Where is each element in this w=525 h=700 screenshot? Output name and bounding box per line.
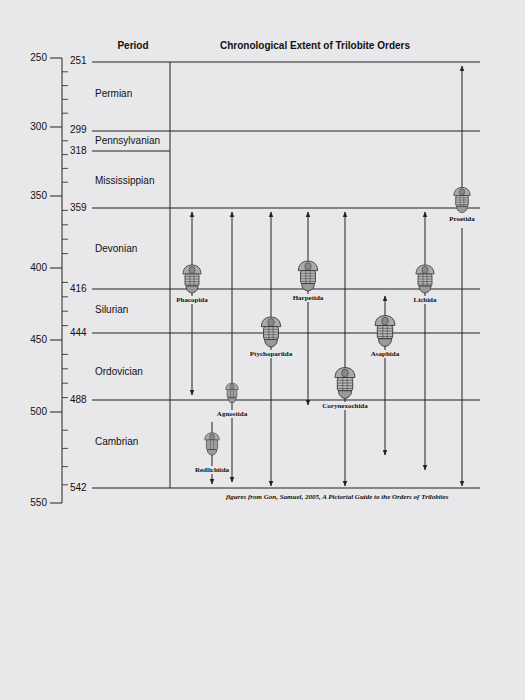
source-caption: figures from Gon, Samuel, 2005, A Pictor…: [225, 493, 450, 501]
boundary-age: 359: [70, 202, 87, 214]
ruler-tick: [62, 224, 68, 225]
ruler-tick: [62, 484, 68, 485]
ruler-tick: [62, 253, 68, 254]
order-name: Harpetida: [292, 294, 325, 302]
trilobite-figure: [298, 261, 317, 291]
period-name: Silurian: [95, 304, 128, 316]
scale-number: 450: [30, 334, 47, 346]
trilobite-figure: [226, 383, 239, 403]
period-name: Devonian: [95, 243, 137, 255]
boundary-age: 488: [70, 394, 87, 406]
ruler-tick: [62, 210, 68, 211]
period-name: Permian: [95, 88, 132, 100]
order-name: Redlichiida: [194, 466, 230, 474]
order-name: Lichida: [413, 296, 438, 304]
boundary-age: 416: [70, 283, 87, 295]
trilobite-figure: [205, 433, 219, 455]
trilobite-figure: [183, 265, 201, 293]
trilobite-figure: [261, 317, 280, 347]
period-name: Cambrian: [95, 436, 138, 448]
ruler-tick: [62, 182, 68, 183]
trilobite-figure: [375, 316, 395, 347]
scale-number: 550: [30, 497, 47, 509]
ruler-tick: [62, 311, 68, 312]
ruler-tick: [62, 239, 68, 240]
ruler-tick: [62, 140, 68, 141]
boundary-age: 444: [70, 327, 87, 339]
trilobite-figure: [454, 187, 470, 212]
ruler-tick: [62, 448, 68, 449]
ruler-tick: [62, 430, 68, 431]
chart-title: Chronological Extent of Trilobite Orders: [220, 40, 410, 52]
ruler-tick: [62, 296, 68, 297]
period-name: Pennsylvanian: [95, 135, 160, 147]
order-name: Agnostida: [216, 410, 248, 418]
boundary-age: 299: [70, 124, 87, 136]
boundary-age: 251: [70, 55, 87, 67]
ruler-tick: [62, 154, 68, 155]
order-name: Proetida: [448, 215, 476, 223]
period-name: Mississippian: [95, 175, 154, 187]
scale-number: 400: [30, 262, 47, 274]
trilobite-figure: [335, 368, 355, 399]
ruler-tick: [62, 282, 68, 283]
scale-number: 500: [30, 406, 47, 418]
ruler-tick: [62, 354, 68, 355]
ruler-tick: [62, 113, 68, 114]
order-name: Phacopida: [175, 296, 209, 304]
scale-number: 350: [30, 190, 47, 202]
trilobite-figure: [416, 265, 434, 293]
ruler-tick: [62, 99, 68, 100]
boundary-age: 318: [70, 145, 87, 157]
ruler-tick: [62, 325, 68, 326]
order-name: Asaphida: [370, 350, 400, 358]
scale-number: 300: [30, 121, 47, 133]
order-name: Ptychopariida: [249, 350, 293, 358]
scale-number: 250: [30, 52, 47, 64]
ruler-tick: [62, 466, 68, 467]
boundary-age: 542: [70, 482, 87, 494]
ruler-tick: [62, 397, 68, 398]
period-name: Ordovician: [95, 366, 143, 378]
order-name: Corynexochida: [321, 402, 369, 410]
ruler-tick: [62, 168, 68, 169]
column-heading: Period: [117, 40, 148, 52]
ruler-tick: [62, 85, 68, 86]
ruler-tick: [62, 368, 68, 369]
ruler-tick: [62, 383, 68, 384]
ruler-tick: [62, 71, 68, 72]
